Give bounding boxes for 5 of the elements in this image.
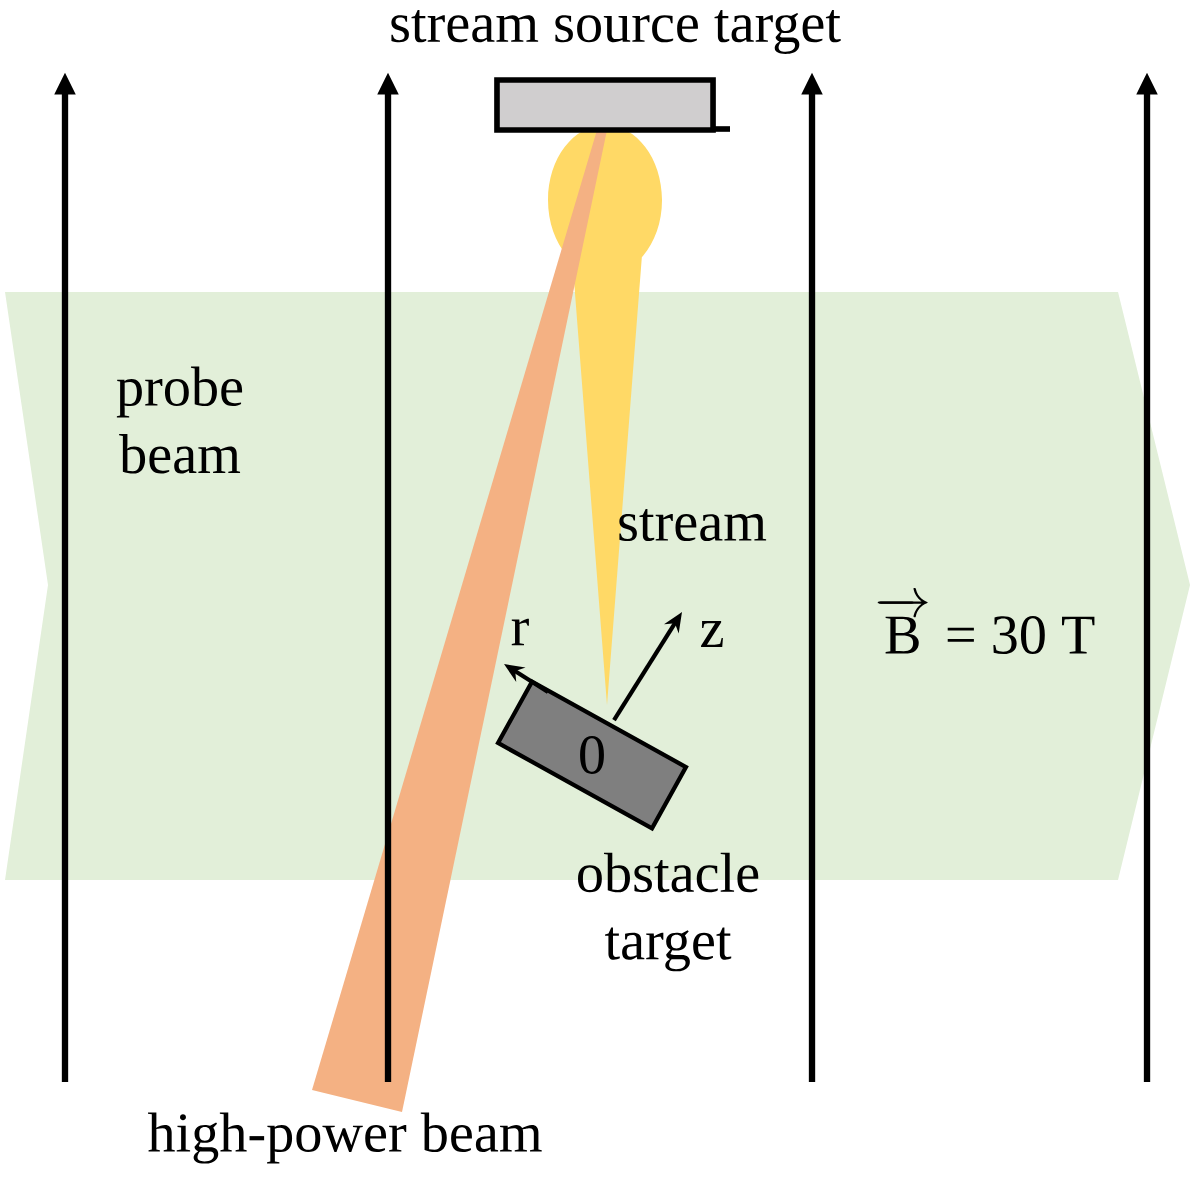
field-label: $\overrightarrow{\text{B}}\text{ = 30 T}$ [877, 587, 1095, 654]
target-label: stream source target [391, 10, 841, 54]
stream-label: stream [619, 508, 767, 542]
beam-label: high-power beam [148, 1112, 542, 1164]
axis-label: z [701, 621, 723, 647]
